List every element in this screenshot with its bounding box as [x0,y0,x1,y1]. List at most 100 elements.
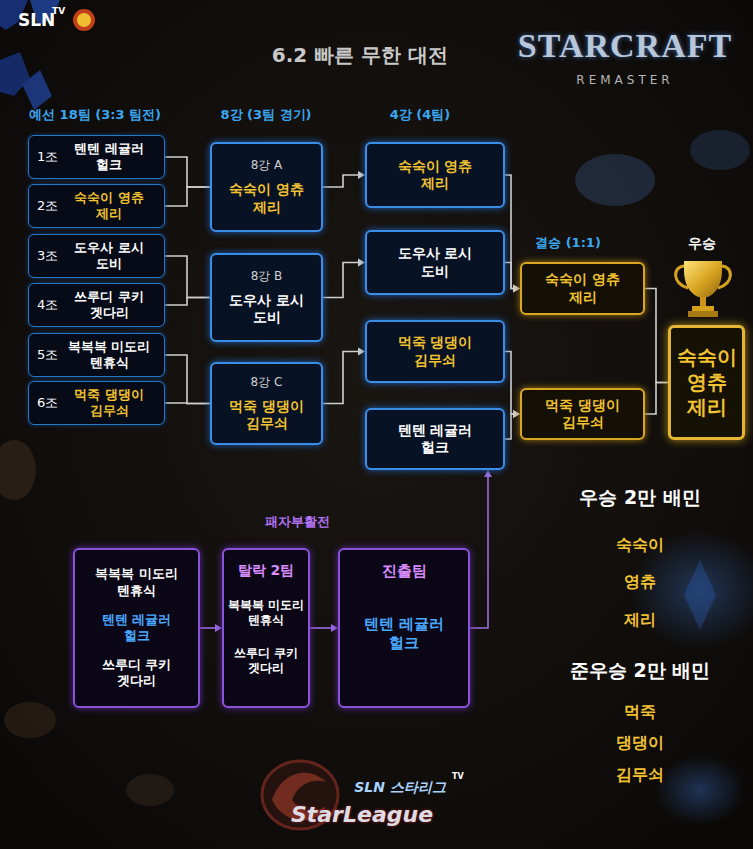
connector [323,348,365,404]
connector [165,187,210,206]
arrowhead [513,410,520,418]
box-heading: 8강 A [251,158,283,173]
group-number: 6조 [37,395,58,411]
logo-badge [77,13,91,27]
logo-text: SLN 스타리그 [354,779,446,796]
team-name: 숙숙이 영츄 제리 [73,190,145,223]
prize-winner: 제리 [624,610,656,629]
team-name: 도우사 로시 도비 [397,245,474,280]
team-name: 먹죽 댕댕이 김무쇠 [73,387,145,420]
connector-line [505,414,513,439]
connector [323,259,365,298]
column-header: 결승 (1:1) [535,235,601,251]
team-name: 숙숙이 영츄 제리 [544,271,621,306]
connector-line [165,187,210,206]
connector-line [165,256,210,298]
connector [323,171,365,187]
box-heading: 탈락 2팀 [238,562,295,580]
connector-line [505,175,513,289]
final-box: 먹죽 댕댕이 김무쇠 [520,388,645,440]
section-header: 패자부활전 [265,514,330,530]
quarterfinal-box: 8강 A 숙숙이 영츄 제리 [210,142,323,232]
connector [165,298,210,306]
connector [505,410,520,439]
game-logo-subtitle: REMASTER [576,73,673,87]
arrowhead [331,624,338,632]
logo-text: StarLeague [291,802,433,828]
crystal [22,70,52,110]
connector [505,175,520,293]
arrowhead [513,285,520,293]
logo-badge [73,9,95,31]
game-logo: STARCRAFT [518,26,732,67]
group-number: 1조 [37,149,58,165]
connector-line [165,157,210,187]
group-number: 5조 [37,347,58,363]
connector [470,470,492,628]
connector-line [470,477,488,628]
prize-winner: 댕댕이 [616,733,664,752]
pylon-glow [655,755,745,825]
box-heading: 8강 C [251,375,283,390]
arrowhead [513,285,520,293]
prize-heading: 준우승 2만 배민 [570,659,710,682]
quarterfinal-box: 8강 C먹죽 댕댕이 김무쇠 [210,362,323,445]
prize-heading: 우승 2만 배민 [579,486,700,509]
quarterfinal-box: 8강 B도우사 로시 도비 [210,253,323,342]
trophy-icon [676,261,731,317]
team-name: 쓰루디 쿠키 겟다리 [233,646,300,676]
team-name: 텐텐 레귤러 헐크 [363,615,446,653]
team-name: 숙숙이 영츄 제리 [677,345,737,420]
connector [165,157,210,187]
team-name: 먹죽 댕댕이 김무쇠 [544,397,621,432]
connector [165,403,210,405]
prize-winner: 영츄 [624,572,656,591]
connector-line [505,352,513,415]
connector-line [505,263,513,289]
connector [645,289,668,383]
group-box: 6조 먹죽 댕댕이 김무쇠 [28,381,165,425]
connector-line [645,289,668,383]
column-header: 예선 18팀 (3:3 팀전) [29,107,161,123]
connector [200,624,222,632]
connector [310,624,338,632]
team-name: 숙숙이 영츄 제리 [228,181,305,216]
arrowhead [513,410,520,418]
prize-winner: 먹죽 [624,702,656,721]
diagram-title: 6.2 빠른 무한 대전 [272,43,448,67]
team-name: 텐텐 레귤러 헐크 [397,422,474,457]
building-glow [575,154,655,206]
logo-text: TV [52,6,65,17]
creature-body [126,774,174,806]
group-number: 4조 [37,297,58,313]
arrowhead [215,624,222,632]
box-heading: 진출팀 [382,562,427,581]
eliminated-box: 탈락 2팀복복복 미도리 텐휴식쓰루디 쿠키 겟다리 [222,548,310,708]
final-box: 숙숙이 영츄 제리 [520,262,645,315]
connector-line [323,175,358,187]
protoss-building [575,130,750,206]
team-name: 복복복 미도리 텐휴식 [67,339,152,372]
group-box: 2조숙숙이 영츄 제리 [28,184,165,228]
repechage-box: 복복복 미도리 텐휴식텐텐 레귤러 헐크쓰루디 쿠키 겟다리 [73,548,200,708]
connector-line [323,263,358,298]
advancing-box: 진출팀텐텐 레귤러 헐크 [338,548,470,708]
column-header: 우승 [688,235,716,252]
team-name: 먹죽 댕댕이 김무쇠 [397,334,474,369]
trophy-cup [684,261,722,298]
team-name: 쓰루디 쿠키 겟다리 [101,657,173,690]
arrowhead [358,259,365,267]
connector [645,383,668,415]
trophy-base [692,306,714,311]
sln-logo [73,9,95,31]
team-name: 텐텐 레귤러 헐크 [101,612,173,645]
connector-line [165,298,210,306]
creature-body [0,440,36,500]
building-glow [690,130,750,170]
connector-line [200,627,215,629]
connector [505,352,520,419]
team-name: 도우사 로시 도비 [73,240,145,273]
prize-winner: 숙숙이 [616,535,664,554]
